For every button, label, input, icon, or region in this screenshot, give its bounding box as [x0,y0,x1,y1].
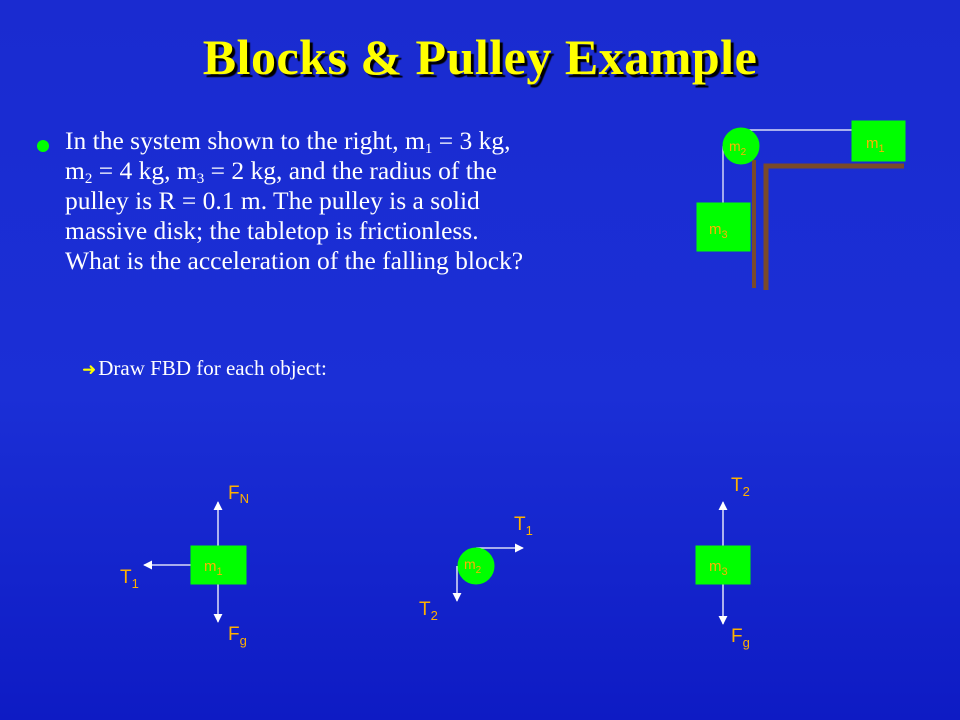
fbd-pulley-m2-circle [457,547,495,585]
setup-block-m3 [696,202,751,252]
fbd-pulley-m2: m2 T1 T2 [419,514,533,623]
fbd-block-m1: m1 FN T1 Fg [120,483,249,648]
fbd-m2-t2-label: T2 [419,599,438,623]
fbd-m1-normal-label: FN [228,483,249,506]
fbd-m1-gravity-label: Fg [228,624,247,648]
fbd-m3-label: m3 [709,558,728,578]
fbd-block-m1-box [190,545,247,585]
fbd-m3-tension-label: T2 [731,475,750,499]
setup-block-m3-label: m3 [709,221,728,241]
setup-pulley-m2-label: m2 [729,138,747,158]
fbd-instruction: ➜Draw FBD for each object: [82,356,327,380]
fbd-m2-t1-label: T1 [514,514,533,538]
setup-diagram: m1 m2 m3 [696,120,906,290]
arrow-right-icon: ➜ [82,360,97,379]
slide-title: Blocks & Pulley Example [202,29,758,85]
fbd-m1-label: m1 [204,558,223,578]
fbd-block-m3: m3 T2 Fg [695,475,751,650]
tabletop [763,163,904,290]
setup-pulley-m2 [722,127,760,165]
setup-block-m1-label: m1 [866,135,885,155]
setup-block-m1 [851,120,906,162]
fbd-m2-label: m2 [464,556,482,576]
fbd-m3-gravity-label: Fg [731,626,750,650]
fbd-m1-tension-label: T1 [120,567,139,591]
problem-statement: In the system shown to the right, m1 = 3… [65,126,524,275]
bullet-point [37,140,49,152]
fbd-block-m3-box [695,545,751,585]
